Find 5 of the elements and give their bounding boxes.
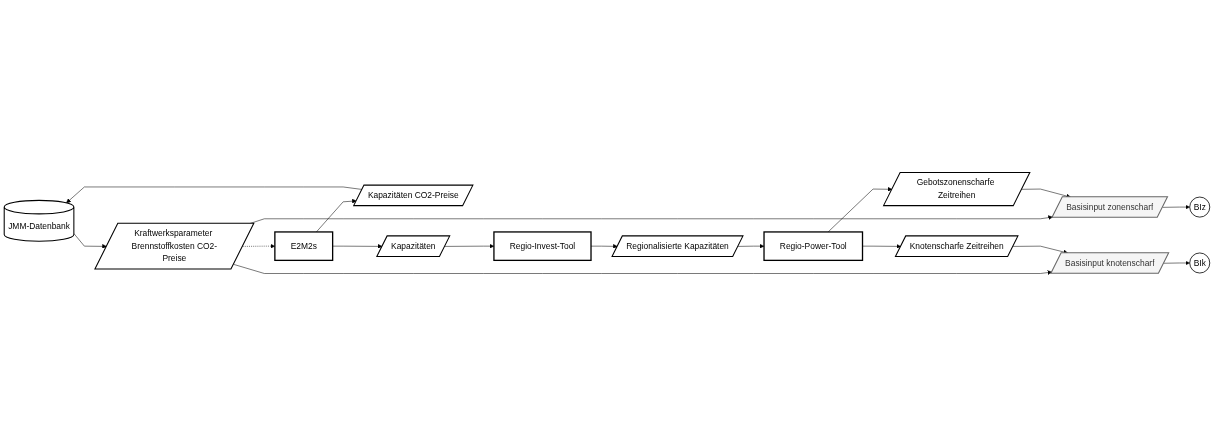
node-circle: BIk: [1189, 252, 1211, 274]
node-box: Regio-Power-Tool: [763, 231, 864, 262]
node-box: Regio-Invest-Tool: [493, 231, 592, 262]
node-box: E2M2s: [274, 231, 334, 262]
node-circle: BIz: [1189, 196, 1211, 218]
